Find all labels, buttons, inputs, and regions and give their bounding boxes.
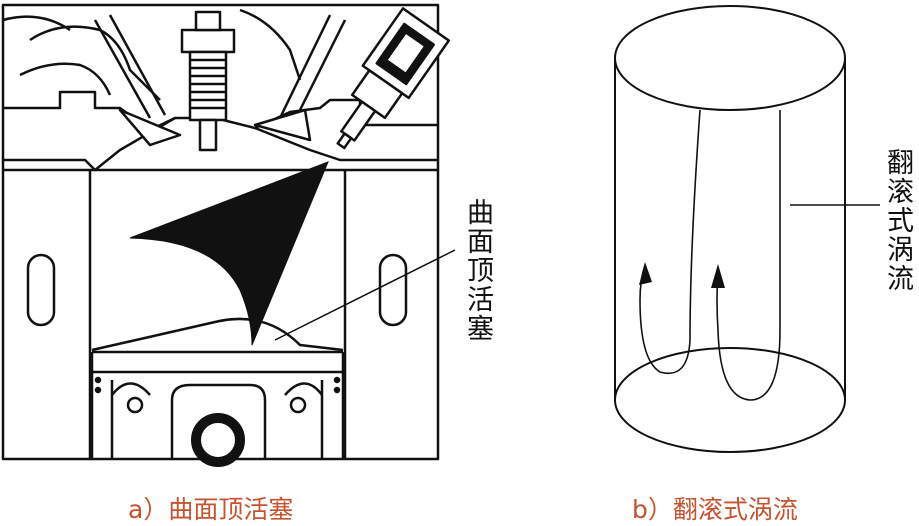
- fuel-injector: [336, 7, 451, 150]
- engine-cross-section: [1, 3, 451, 467]
- coolant-slot-left: [26, 253, 56, 327]
- panel-b-caption: b）翻滚式涡流: [632, 495, 798, 524]
- piston-leader-line: [274, 249, 456, 341]
- tumble-cylinder: [614, 5, 846, 453]
- cylinder-head: [2, 8, 438, 172]
- tumble-label: 翻滚式涡流: [882, 148, 913, 293]
- arrow-up-right-icon: [711, 264, 725, 288]
- panel-a-caption: a）曲面顶活塞: [128, 495, 294, 524]
- tumble-flow-lines: [639, 109, 781, 401]
- arrow-up-left-icon: [639, 262, 652, 285]
- curved-top-piston: [90, 317, 345, 467]
- fuel-spray-jet: [129, 161, 329, 346]
- spark-plug: [180, 10, 236, 152]
- cylinder-top-ellipse: [614, 5, 846, 111]
- cylinder-bottom-ellipse: [614, 347, 846, 453]
- coolant-slot-right: [378, 253, 408, 327]
- piston-label: 曲面顶活塞: [462, 198, 493, 343]
- tumble-arrowheads: [639, 262, 725, 288]
